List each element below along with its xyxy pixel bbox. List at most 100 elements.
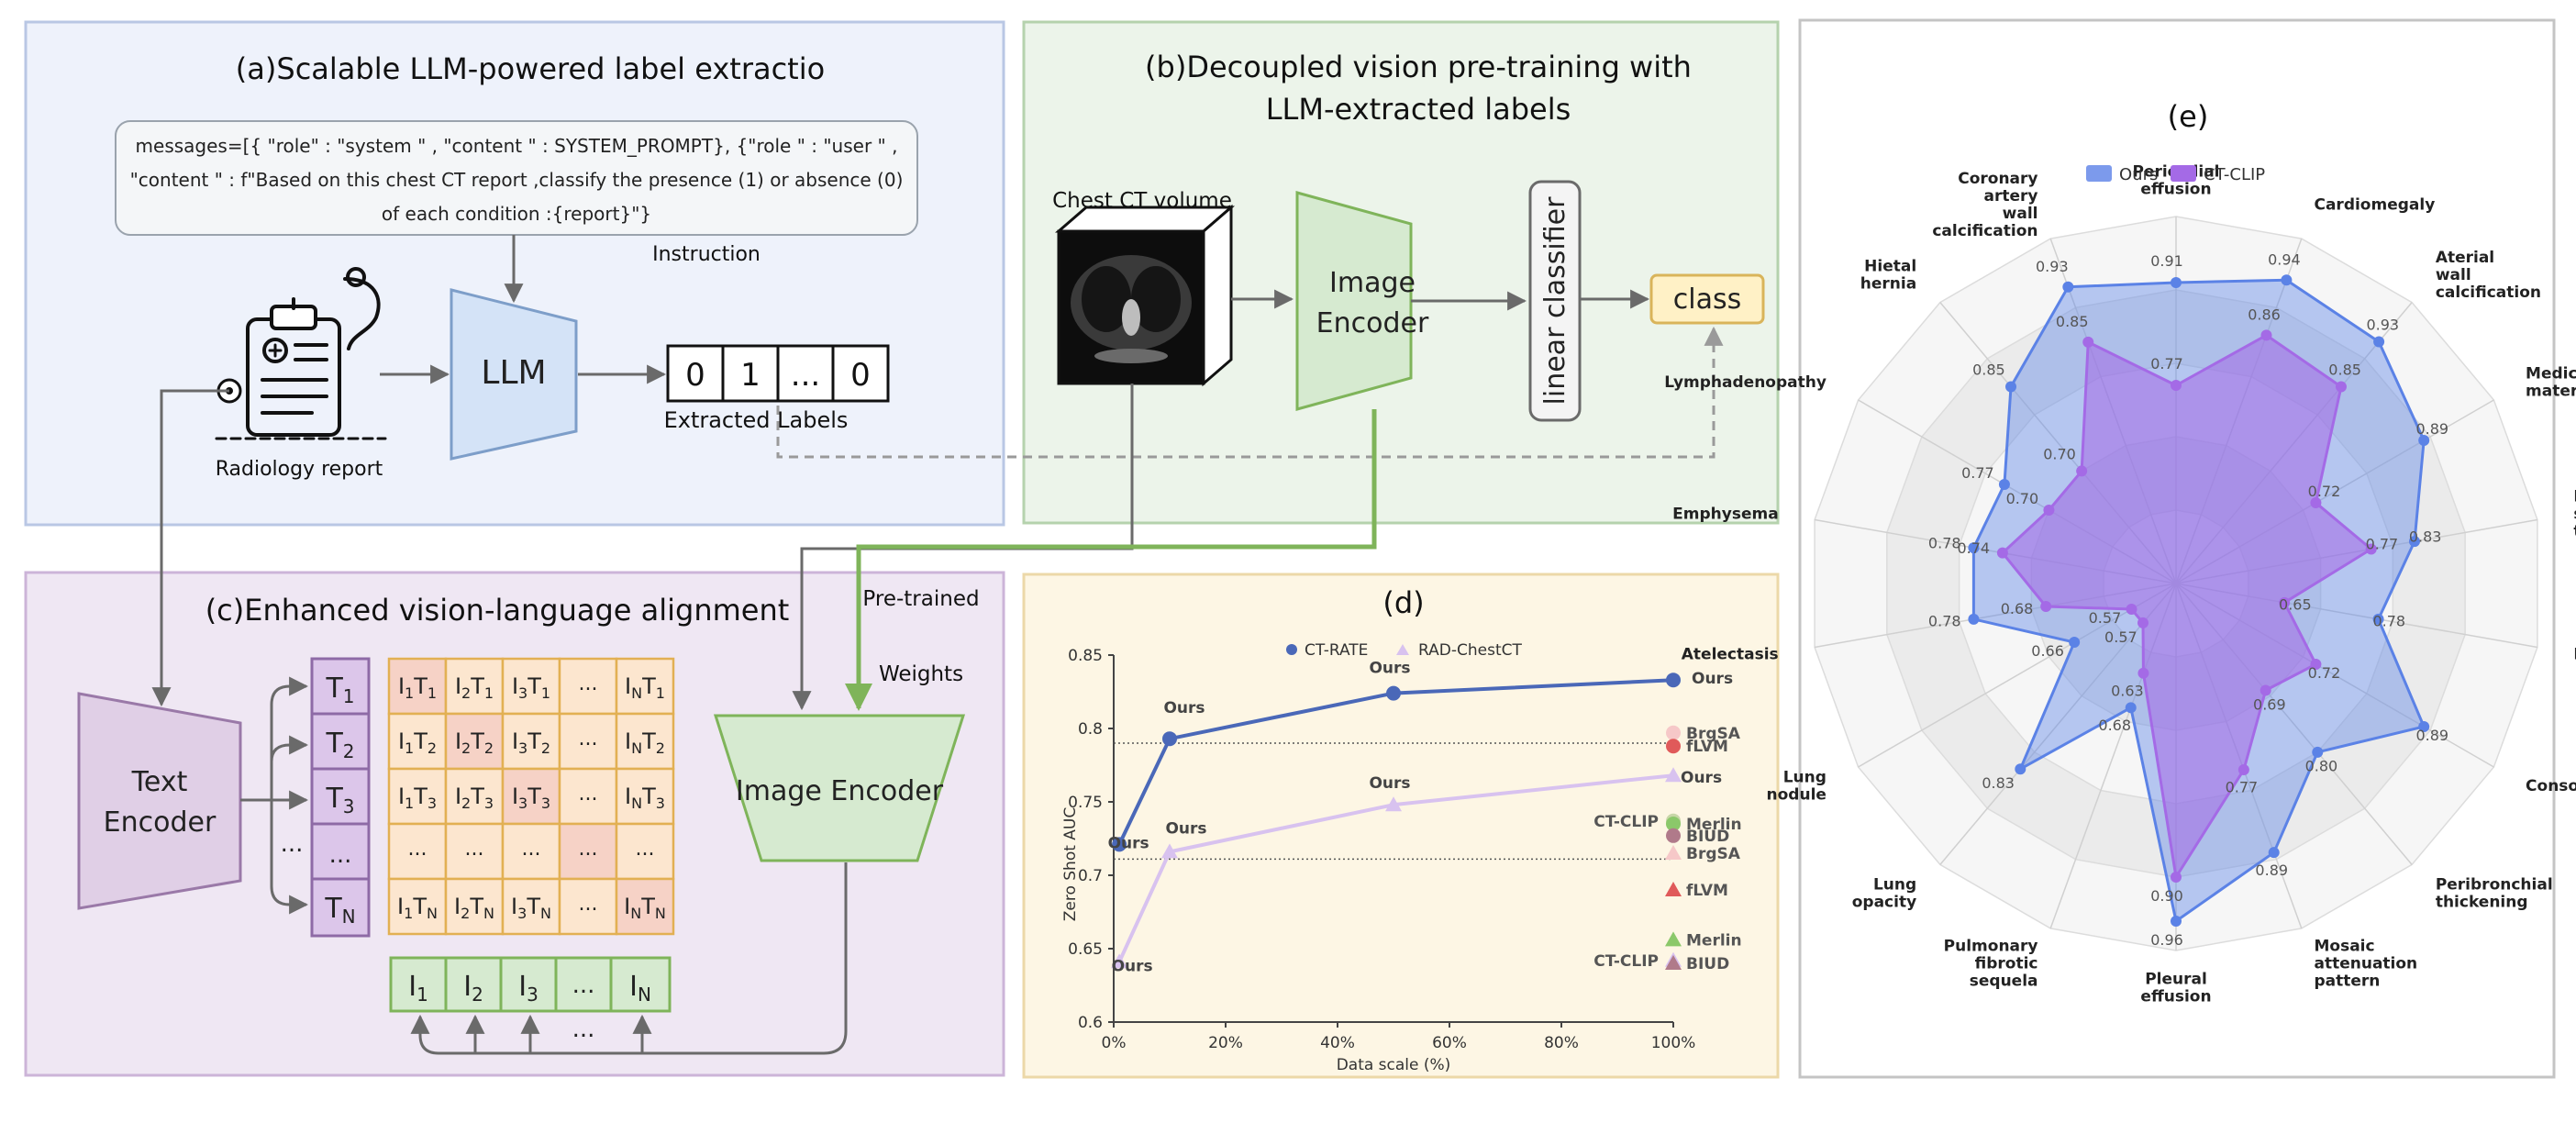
matrix-cell-i-sub: 2 — [461, 905, 470, 922]
legend-label: Ours — [2119, 165, 2158, 184]
radar-category-label: Coronary — [1958, 170, 2037, 188]
radar-value-label: 0.63 — [2111, 682, 2144, 699]
matrix-cell-t: T — [413, 784, 427, 809]
matrix-cell-text: I3T2 — [512, 728, 550, 757]
radar-point-ctclip — [2043, 505, 2055, 516]
matrix-cell-text: I1T1 — [398, 673, 437, 702]
text-token: ... — [329, 841, 352, 869]
radar-point-ours — [2125, 702, 2137, 714]
matrix-cell-text: ... — [408, 838, 427, 861]
radar-category-label: Peribronchial — [2436, 876, 2553, 895]
panel-b: (b)Decoupled vision pre-training with LL… — [776, 20, 1780, 525]
radar-value-label: 0.83 — [2409, 528, 2442, 545]
radar-category-label: Emphysema — [1672, 506, 1779, 524]
matrix-cell-t: T — [527, 728, 541, 754]
baseline-label: Merlin — [1686, 816, 1742, 834]
matrix-cell-i-sub: 3 — [518, 739, 527, 757]
matrix-cell-text: ... — [579, 728, 598, 750]
radar-point-ctclip — [1996, 547, 2008, 559]
matrix-cell-i-sub: 1 — [405, 684, 414, 702]
radar-value-label: 0.77 — [2226, 779, 2259, 796]
matrix-cell-t: T — [526, 894, 540, 919]
matrix-cell-i-sub: 1 — [405, 739, 414, 757]
prompt-line-1: messages=[{ "role" : "system " , "conten… — [136, 135, 898, 157]
point-label: Ours — [1692, 670, 1733, 688]
matrix-cell-t-sub: N — [540, 905, 551, 922]
radar-category-label: nodule — [1767, 786, 1827, 805]
radar-value-label: 0.85 — [2328, 361, 2361, 379]
radar-category-label: thickening — [2436, 894, 2528, 912]
panel-a-title: (a)Scalable LLM-powered label extractio — [236, 51, 825, 86]
baseline-marker — [1665, 882, 1682, 896]
image-token: ... — [572, 972, 595, 999]
radar-point-ours — [2372, 613, 2384, 625]
label-cell: 0 — [850, 357, 871, 394]
baseline-marker — [1666, 817, 1681, 831]
y-tick-label: 0.8 — [1078, 720, 1103, 739]
radar-value-label: 0.72 — [2308, 664, 2341, 682]
image-token: I2 — [463, 971, 483, 1006]
matrix-cell-i-sub: 1 — [404, 905, 413, 922]
matrix-cell-i-sub: 3 — [517, 905, 527, 922]
radar-category-label: sequela — [1970, 972, 2038, 990]
matrix-cell — [558, 822, 618, 881]
radar-point-ctclip — [2126, 604, 2137, 615]
radar-category-label: fibrotic — [1975, 954, 2038, 973]
radar-category-label: Aterial — [2436, 249, 2494, 267]
radar-value-label: 0.86 — [2248, 306, 2281, 324]
matrix-cell — [444, 822, 505, 881]
matrix-cell — [444, 767, 505, 826]
radar-value-label: 0.65 — [2279, 596, 2312, 614]
panel-c: (c)Enhanced vision-language alignment Te… — [24, 384, 1377, 1077]
radar-point-ctclip — [2171, 872, 2182, 883]
matrix-cell-i: I — [624, 894, 630, 919]
text-encoder-label-line-1: Text — [131, 766, 188, 798]
matrix-cell — [558, 767, 618, 826]
radar-value-label: 0.91 — [2150, 252, 2183, 270]
matrix-cell-i: I — [455, 784, 461, 809]
class-box — [1649, 273, 1765, 325]
radar-point-ours — [1968, 613, 1980, 625]
report-to-text-encoder-arrow — [151, 389, 229, 707]
matrix-cell-i-sub: 1 — [405, 795, 414, 812]
legend-marker — [1396, 644, 1409, 655]
image-encoder-block-c — [713, 714, 966, 862]
radar-category-label: hernia — [1860, 274, 1916, 293]
radar-category-label: thickening — [2573, 523, 2576, 541]
radar-category-label: Mosaic — [2314, 937, 2374, 955]
matrix-cell-t-sub: N — [483, 905, 494, 922]
labels-supervision-dashed-arrow — [776, 326, 1724, 459]
data-point — [1112, 837, 1127, 852]
extracted-labels-vector: 0 1 ... 0 — [666, 344, 890, 403]
matrix-cell-t-sub: 2 — [484, 739, 494, 757]
label-cell: ... — [791, 357, 820, 394]
radar-value-label: 0.96 — [2150, 931, 2183, 949]
image-encoder-label-c: Image Encoder — [736, 775, 944, 807]
radar-category-label: material — [2526, 383, 2576, 401]
matrix-cell-text: I2T3 — [455, 784, 494, 812]
text-encoder-fanout-arrows — [240, 676, 309, 915]
panel-e-title: (e) — [2168, 99, 2209, 134]
text-token: T2 — [325, 728, 354, 762]
matrix-cell-i: I — [454, 894, 461, 919]
radar-point-ctclip — [2310, 659, 2322, 670]
llm-label: LLM — [481, 354, 546, 392]
matrix-cell-t: T — [527, 784, 541, 809]
matrix-cell-t: T — [527, 673, 541, 699]
matrix-cell-text: ... — [579, 673, 598, 695]
matrix-cell-i: I — [398, 673, 405, 699]
radar-point-ours — [2171, 916, 2182, 927]
radar-category-label: Atelectasis — [1682, 645, 1779, 663]
matrix-cell — [558, 657, 618, 716]
baseline-label: CT-CLIP — [1593, 952, 1659, 971]
radar-category-label: pattern — [2314, 972, 2380, 990]
baseline-label: BrgSA — [1686, 845, 1741, 863]
llm-block — [450, 288, 578, 461]
radar-point-ours — [2015, 763, 2026, 775]
baseline-marker — [1665, 931, 1682, 947]
x-tick-label: 0% — [1102, 1034, 1127, 1052]
matrix-cell-t-sub: 2 — [656, 739, 665, 757]
baseline-label: BIUD — [1686, 828, 1729, 846]
data-point — [1386, 685, 1401, 701]
